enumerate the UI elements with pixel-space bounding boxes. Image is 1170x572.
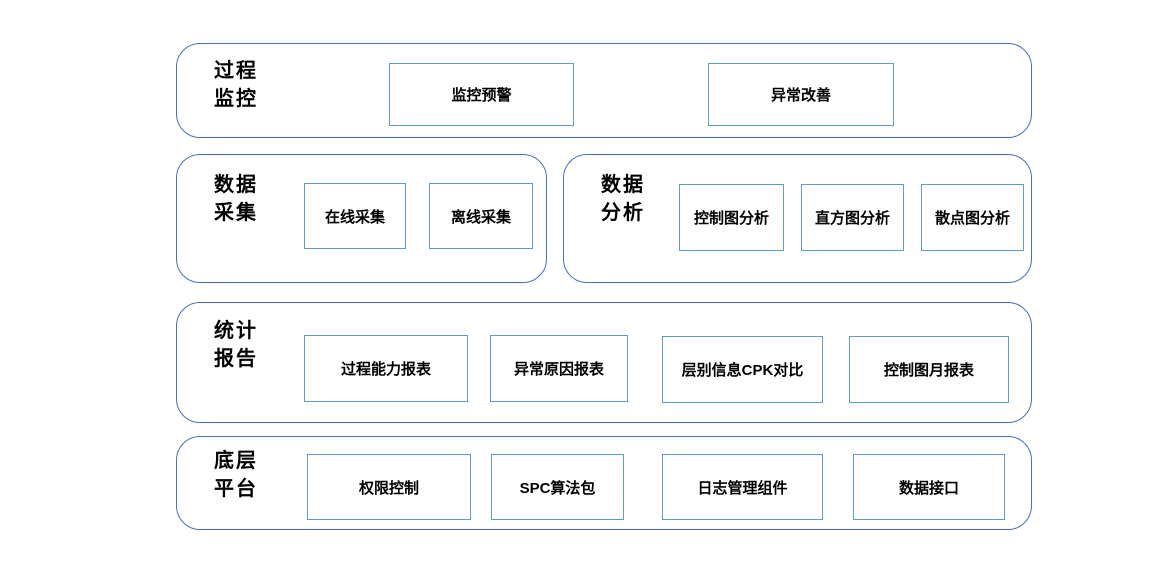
layer-title-line: 底层 — [214, 450, 258, 472]
stratified-cpk-comparison-box: 层别信息CPK对比 — [662, 336, 823, 403]
statistical-report-layer: 统计 报告 过程能力报表 异常原因报表 层别信息CPK对比 控制图月报表 — [176, 302, 1032, 423]
process-monitoring-layer-title: 过程 监控 — [214, 57, 258, 113]
spc-algorithm-package-box: SPC算法包 — [491, 454, 624, 520]
layer-title-line: 数据 — [214, 174, 258, 196]
statistical-report-layer-title: 统计 报告 — [214, 317, 258, 373]
data-collection-layer: 数据 采集 在线采集 离线采集 — [176, 154, 547, 283]
permission-control-box: 权限控制 — [307, 454, 471, 520]
layer-title-line: 分析 — [601, 202, 645, 224]
offline-collection-box: 离线采集 — [429, 183, 533, 249]
log-management-component-box: 日志管理组件 — [662, 454, 823, 520]
base-platform-layer: 底层 平台 权限控制 SPC算法包 日志管理组件 数据接口 — [176, 436, 1032, 530]
layer-title-line: 过程 — [214, 60, 258, 82]
layer-title-line: 监控 — [214, 88, 258, 110]
online-collection-box: 在线采集 — [304, 183, 406, 249]
anomaly-cause-report-box: 异常原因报表 — [490, 335, 628, 402]
layer-title-line: 采集 — [214, 202, 258, 224]
monitoring-warning-box: 监控预警 — [389, 63, 574, 126]
process-capability-report-box: 过程能力报表 — [304, 335, 468, 402]
base-platform-layer-title: 底层 平台 — [214, 447, 258, 503]
layer-title-line: 平台 — [214, 478, 258, 500]
data-analysis-layer: 数据 分析 控制图分析 直方图分析 散点图分析 — [563, 154, 1032, 283]
layer-title-line: 数据 — [601, 174, 645, 196]
control-chart-monthly-report-box: 控制图月报表 — [849, 336, 1009, 403]
layer-title-line: 统计 — [214, 320, 258, 342]
data-interface-box: 数据接口 — [853, 454, 1005, 520]
scatter-plot-analysis-box: 散点图分析 — [921, 184, 1024, 251]
anomaly-improvement-box: 异常改善 — [708, 63, 894, 126]
data-analysis-layer-title: 数据 分析 — [601, 171, 645, 227]
control-chart-analysis-box: 控制图分析 — [679, 184, 784, 251]
process-monitoring-layer: 过程 监控 监控预警 异常改善 — [176, 43, 1032, 138]
data-collection-layer-title: 数据 采集 — [214, 171, 258, 227]
layer-title-line: 报告 — [214, 348, 258, 370]
histogram-analysis-box: 直方图分析 — [801, 184, 904, 251]
